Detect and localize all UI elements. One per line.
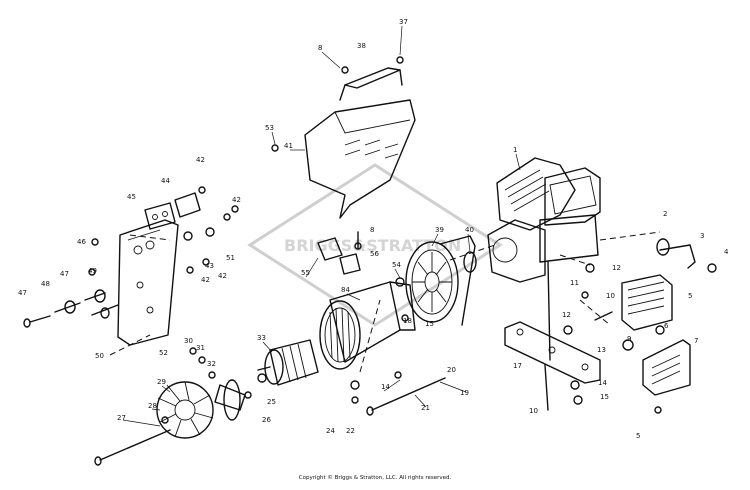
callout-11: 11	[570, 279, 579, 287]
top-shroud	[304, 99, 416, 219]
callout-49: 49	[88, 267, 97, 275]
callout-21: 21	[421, 404, 430, 412]
callout-4: 4	[724, 248, 729, 256]
callout-56: 56	[370, 250, 379, 258]
callout-48: 48	[41, 280, 50, 288]
callout-42b: 42	[232, 196, 241, 204]
callout-25: 25	[267, 398, 276, 406]
callout-51: 51	[226, 254, 235, 262]
callout-27: 27	[117, 414, 126, 422]
callout-33: 33	[257, 334, 266, 342]
callout-28: 28	[148, 402, 157, 410]
callout-30: 30	[184, 337, 193, 345]
callout-2: 2	[663, 210, 667, 218]
cooling-fan	[156, 381, 214, 439]
callout-13: 13	[597, 346, 606, 354]
callout-12b: 12	[562, 311, 571, 319]
callout-84: 84	[341, 286, 350, 294]
rotor	[257, 339, 319, 386]
callout-22: 22	[346, 427, 355, 435]
capacitor	[317, 237, 343, 261]
callout-44: 44	[161, 177, 170, 185]
callout-45: 45	[127, 193, 136, 201]
callout-50: 50	[95, 352, 104, 360]
callout-40: 40	[465, 226, 474, 234]
callout-9: 9	[627, 335, 631, 343]
diode-bracket	[339, 253, 361, 275]
callout-42a: 42	[196, 156, 205, 164]
through-bolts	[94, 377, 446, 466]
muffler-assembly	[621, 238, 696, 396]
callout-7: 7	[694, 337, 698, 345]
end-bell	[405, 235, 477, 326]
engine-assembly	[487, 157, 601, 361]
callout-15a: 15	[425, 320, 434, 328]
control-panel	[117, 219, 179, 346]
callout-12a: 12	[612, 264, 621, 272]
fan-pulley	[214, 379, 246, 421]
callout-10b: 10	[529, 407, 538, 415]
callout-37: 37	[399, 18, 408, 26]
callout-53: 53	[265, 124, 274, 132]
callout-18: 18	[403, 317, 412, 325]
callout-38: 38	[357, 42, 366, 50]
carry-handle	[339, 67, 403, 101]
callout-29: 29	[157, 378, 166, 386]
callout-14b: 14	[598, 379, 607, 387]
callout-31: 31	[196, 344, 205, 352]
callout-3: 3	[700, 232, 704, 240]
callout-17: 17	[513, 362, 522, 370]
callout-46: 46	[77, 238, 86, 246]
callout-41: 41	[284, 142, 293, 150]
callout-5a: 5	[688, 292, 692, 300]
stator-housing	[319, 281, 416, 370]
callout-19: 19	[460, 389, 469, 397]
copyright-notice: Copyright © Briggs & Stratton, LLC. All …	[298, 475, 452, 481]
leader-lines	[122, 25, 521, 427]
callout-20: 20	[447, 366, 456, 374]
hardware-fasteners	[88, 56, 717, 424]
callout-54: 54	[392, 261, 401, 269]
base-bracket	[504, 321, 601, 384]
callout-39: 39	[435, 226, 444, 234]
receptacle-plates	[144, 192, 201, 230]
callout-55: 55	[301, 269, 310, 277]
callout-8b: 8	[370, 226, 374, 234]
callout-1: 1	[513, 146, 517, 154]
callout-10a: 10	[606, 292, 615, 300]
callout-6: 6	[664, 322, 669, 330]
callout-14a: 14	[381, 383, 390, 391]
callout-47b: 47	[60, 270, 69, 278]
callout-26: 26	[262, 416, 271, 424]
breaker-parts	[23, 289, 119, 328]
callout-47a: 47	[18, 289, 27, 297]
callout-24: 24	[326, 427, 335, 435]
callout-8a: 8	[318, 44, 322, 52]
callout-5b: 5	[636, 432, 640, 440]
callout-52: 52	[159, 349, 168, 357]
part-callouts: 1 2 3 4 5 5 6 7 8 8 9 10 10 11 12 12 13 …	[18, 18, 729, 440]
callout-42d: 42	[218, 272, 227, 280]
callout-43: 43	[205, 262, 214, 270]
callout-15b: 15	[600, 393, 609, 401]
callout-42c: 42	[201, 276, 210, 284]
callout-32: 32	[207, 360, 216, 368]
